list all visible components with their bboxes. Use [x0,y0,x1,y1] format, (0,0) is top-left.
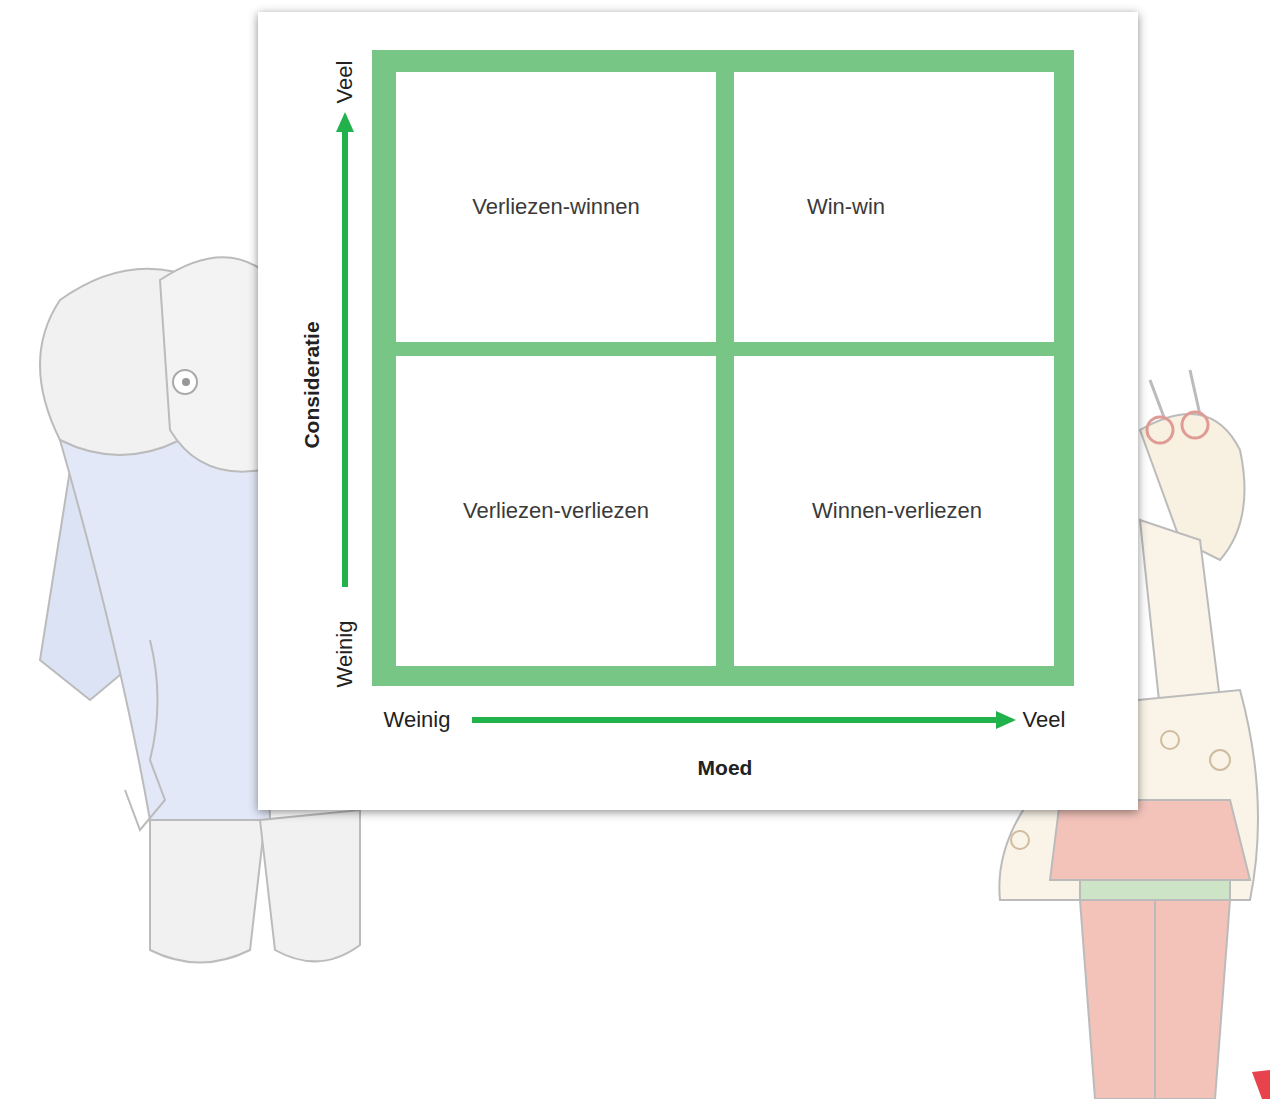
quadrant-label: Winnen-verliezen [812,498,982,524]
y-axis-arrowhead [336,112,354,132]
quadrant-bg [734,356,1054,666]
giraffe-trousers [1080,900,1230,1099]
quadrant-box: Verliezen-verliezen [396,356,716,666]
axis-end-label: Veel [332,61,358,104]
corner-mark [1252,1070,1270,1099]
giraffe-trouser-seam [1154,900,1156,1099]
quadrant-label: Verliezen-verliezen [463,498,649,524]
giraffe-glasses [1182,412,1208,438]
x-axis-arrowhead [996,711,1016,729]
matrix-card: Verliezen-winnen Win-winVerliezen-verliez… [258,12,1138,810]
x-axis-arrow [472,717,998,723]
giraffe-spot [1210,750,1230,770]
giraffe-spot [1011,831,1029,849]
quadrant-box: Win-win [734,72,1054,342]
quadrant-label: Verliezen-winnen [472,194,640,220]
axis-title: Moed [698,756,753,780]
elephant-sweater [60,417,270,820]
giraffe-glasses [1147,417,1173,443]
quadrant-bg [734,72,1054,342]
quadrant-bg [396,72,716,342]
quadrant-label: Win-win [807,194,885,220]
axis-end-label: Weinig [332,621,358,688]
axis-title: Consideratie [300,321,324,448]
elephant-pupil [182,378,190,386]
quadrant-box: Verliezen-winnen [396,72,716,342]
axis-end-label: Veel [1023,707,1066,733]
elephant-head [160,257,262,472]
matrix-frame [258,12,1138,810]
quadrant-box: Winnen-verliezen [734,356,1054,666]
quadrant-bg [396,356,716,666]
elephant-tail [125,640,165,830]
elephant-eye [173,370,197,394]
giraffe-belt [1080,880,1230,900]
giraffe-neck [1140,520,1220,710]
giraffe-shirt [1050,800,1250,880]
green-frame [372,50,1074,686]
axis-end-label: Weinig [384,707,451,733]
elephant-leg [150,820,265,963]
giraffe-spot [1161,731,1179,749]
elephant-leg [260,810,360,961]
y-axis-arrow [342,130,348,587]
